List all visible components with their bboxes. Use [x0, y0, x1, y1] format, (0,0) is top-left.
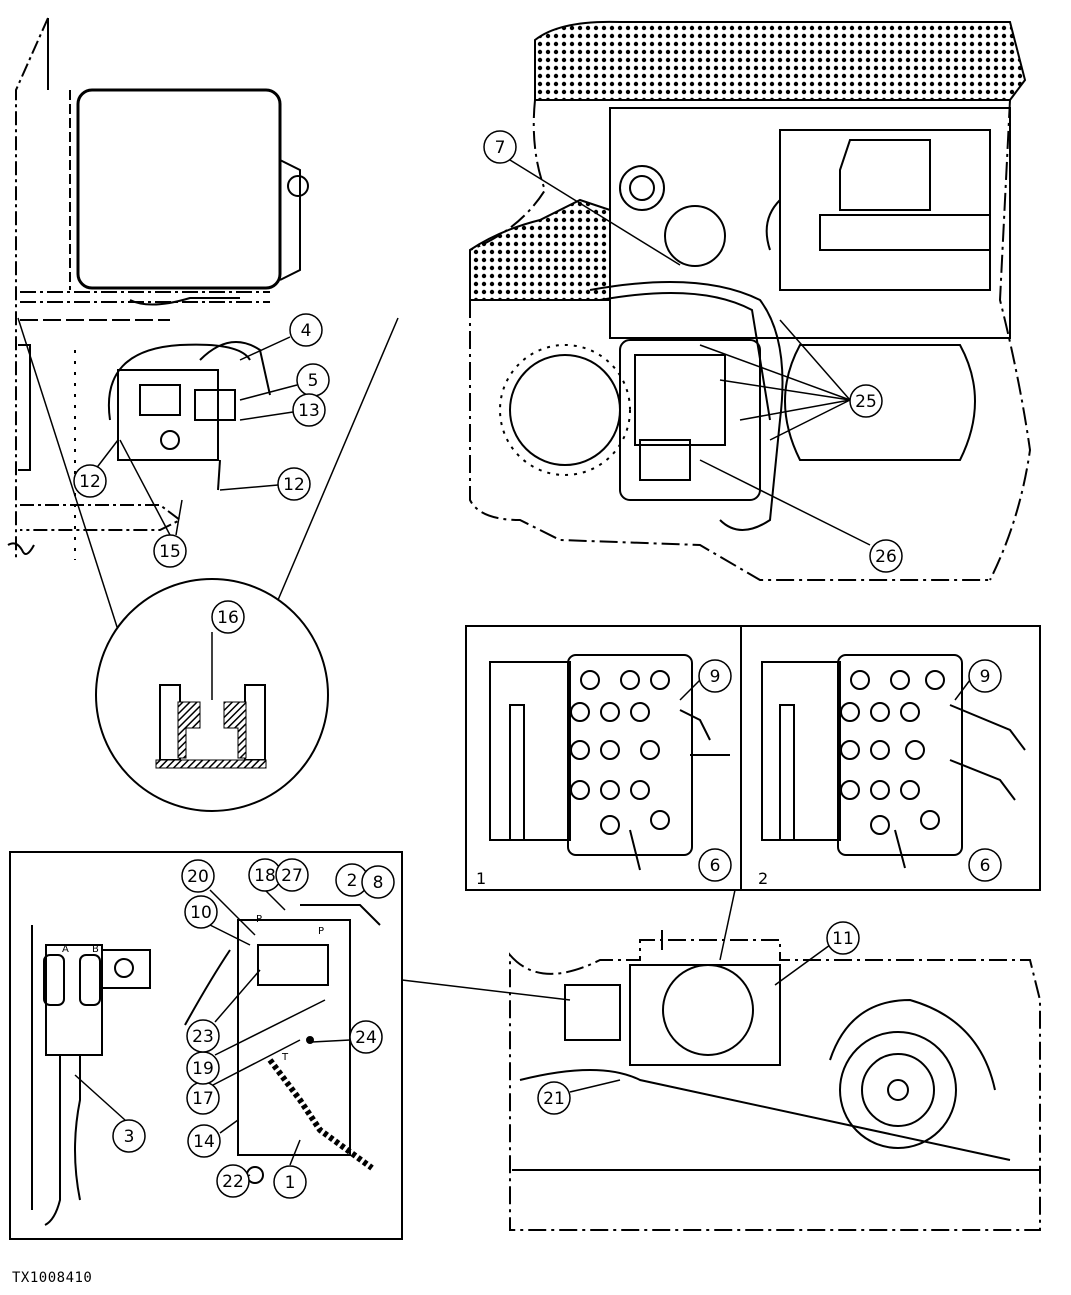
panel-label-1: 1: [476, 869, 486, 888]
callout-17: 17: [186, 1039, 301, 1115]
callout-6: 6: [698, 848, 732, 882]
callout-14: 14: [187, 1119, 239, 1158]
svg-text:26: 26: [875, 547, 897, 567]
svg-text:19: 19: [192, 1059, 214, 1079]
svg-text:12: 12: [283, 475, 305, 495]
svg-text:15: 15: [159, 542, 181, 562]
panel-1: [489, 654, 730, 871]
callout-24: 24: [311, 1020, 383, 1054]
svg-text:1: 1: [285, 1173, 296, 1193]
callout-15: 15: [119, 439, 187, 568]
inset-panels: [465, 625, 1041, 891]
callout-13: 13: [239, 393, 326, 427]
svg-text:21: 21: [543, 1089, 565, 1109]
svg-text:22: 22: [222, 1172, 244, 1192]
svg-text:24: 24: [355, 1028, 377, 1048]
callout-22: 22: [216, 1164, 251, 1198]
svg-text:4: 4: [301, 321, 312, 341]
port-label-p: P: [256, 914, 262, 925]
top-right-view: [469, 20, 1032, 581]
svg-text:14: 14: [193, 1132, 215, 1152]
callout-12b: 12: [219, 467, 311, 501]
panel-2: [761, 654, 1026, 869]
svg-text:7: 7: [495, 138, 506, 158]
top-left-view: [7, 17, 309, 560]
callout-5: 5: [239, 363, 330, 401]
callout-27: 27: [275, 858, 309, 892]
callout-11: 11: [774, 921, 860, 986]
svg-text:6: 6: [980, 856, 991, 876]
callout-4: 4: [239, 313, 323, 361]
callout-18: 18: [248, 858, 286, 911]
svg-text:17: 17: [192, 1089, 214, 1109]
detail-leaders: [17, 317, 399, 631]
callout-25: 25: [699, 319, 883, 441]
svg-text:16: 16: [217, 608, 239, 628]
callout-3: 3: [74, 1074, 146, 1153]
port-label-a: A: [62, 944, 69, 955]
callout-8: 8: [361, 865, 395, 899]
callout-9b: 9: [954, 659, 1002, 701]
svg-text:2: 2: [347, 871, 358, 891]
svg-text:27: 27: [281, 866, 303, 886]
svg-text:12: 12: [79, 472, 101, 492]
port-label-t: T: [281, 1052, 289, 1063]
svg-text:9: 9: [710, 667, 721, 687]
port-label-b: B: [92, 944, 99, 955]
callout-12a: 12: [73, 439, 119, 498]
svg-text:9: 9: [980, 667, 991, 687]
callout-26: 26: [699, 459, 903, 573]
connect-leaders: [401, 889, 736, 1001]
svg-text:20: 20: [187, 867, 209, 887]
bottom-right-view: [509, 930, 1041, 1231]
svg-text:13: 13: [298, 401, 320, 421]
bottom-left-box: [9, 851, 403, 1240]
svg-text:5: 5: [308, 371, 319, 391]
callout-20: 20: [181, 859, 256, 936]
svg-text:25: 25: [855, 392, 877, 412]
svg-text:18: 18: [254, 866, 276, 886]
callout-9: 9: [679, 659, 732, 701]
callout-7: 7: [483, 130, 681, 266]
svg-text:11: 11: [832, 929, 854, 949]
callout-6b: 6: [968, 848, 1002, 882]
svg-text:23: 23: [192, 1027, 214, 1047]
callout-21: 21: [537, 1079, 621, 1115]
callout-10: 10: [184, 895, 251, 946]
callout-1: 1: [273, 1139, 307, 1199]
svg-text:6: 6: [710, 856, 721, 876]
figure-id: TX1008410: [12, 1270, 93, 1286]
svg-text:10: 10: [190, 903, 212, 923]
callouts: 1 2 3 4 5 6 7 8 9 10 11 12 12 13 14 15 1…: [73, 130, 1002, 1199]
callout-16: 16: [211, 600, 245, 634]
svg-text:3: 3: [124, 1127, 135, 1147]
panel-label-2: 2: [758, 869, 768, 888]
callout-23: 23: [186, 969, 261, 1053]
port-label-p2: P: [318, 926, 324, 937]
svg-text:8: 8: [373, 873, 384, 893]
seal-detail: [95, 578, 329, 812]
